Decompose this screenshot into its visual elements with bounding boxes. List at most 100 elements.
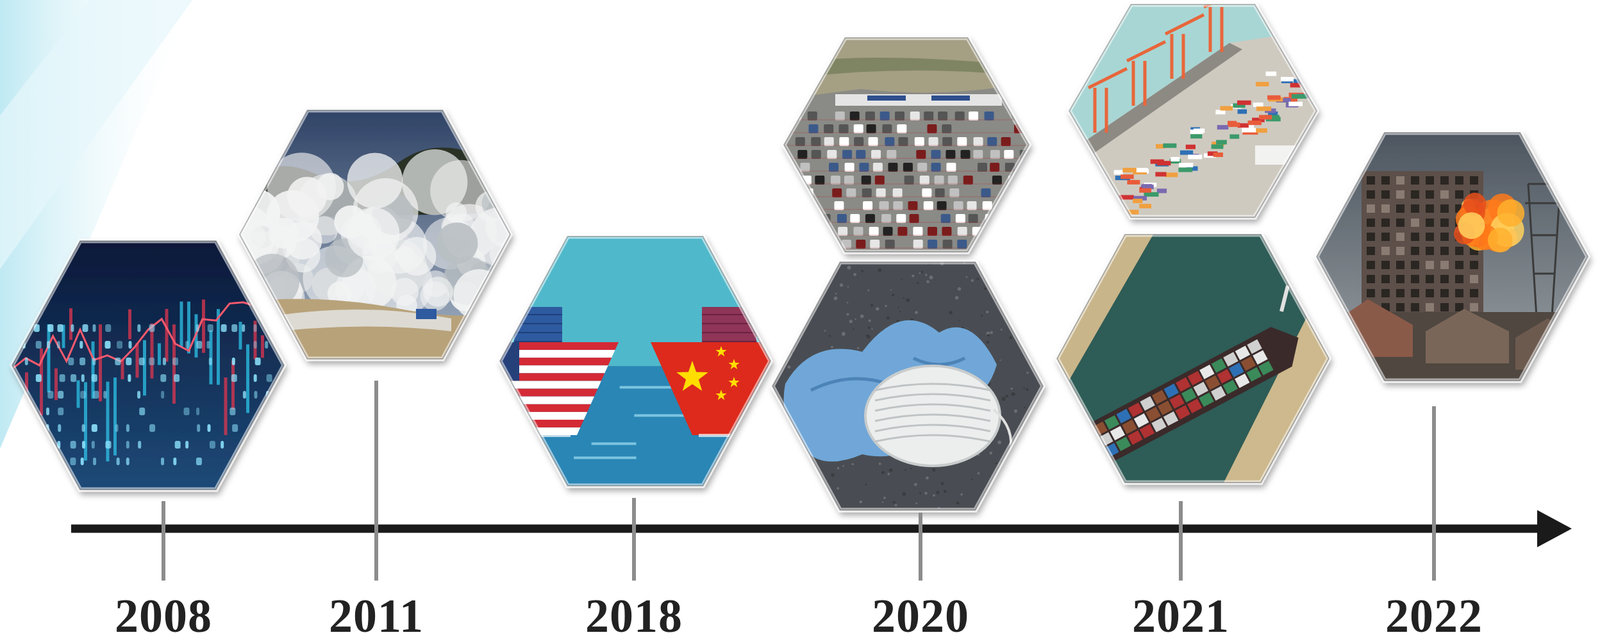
window xyxy=(1455,176,1464,185)
grit xyxy=(976,277,979,280)
grit xyxy=(1035,316,1038,320)
data-dot xyxy=(57,424,61,433)
grit xyxy=(886,316,890,320)
data-dot xyxy=(185,441,189,449)
car xyxy=(861,175,872,185)
grit xyxy=(957,287,961,291)
car xyxy=(1018,239,1029,249)
flag-stripe xyxy=(500,419,622,428)
car xyxy=(957,137,967,147)
tick-group xyxy=(163,380,1434,581)
car xyxy=(837,214,847,224)
ground xyxy=(772,262,1043,511)
grit xyxy=(847,285,849,288)
car xyxy=(941,124,952,134)
container xyxy=(1163,411,1179,427)
car xyxy=(866,124,877,134)
car xyxy=(1003,150,1014,159)
data-dot xyxy=(207,424,211,433)
grit xyxy=(921,271,924,274)
car xyxy=(884,137,895,147)
grit xyxy=(841,332,846,336)
grit xyxy=(905,298,910,302)
data-dot xyxy=(115,424,119,433)
house xyxy=(1329,299,1413,358)
car xyxy=(989,162,1000,172)
container xyxy=(1241,128,1256,133)
car xyxy=(835,111,845,121)
container xyxy=(1187,371,1203,386)
grit xyxy=(803,464,807,467)
car xyxy=(850,214,860,224)
container-line xyxy=(701,314,757,316)
window xyxy=(1440,232,1449,242)
container xyxy=(1211,358,1227,374)
flag-star xyxy=(715,389,727,400)
data-dot xyxy=(70,324,74,333)
car xyxy=(826,150,837,159)
car xyxy=(1015,226,1025,236)
car xyxy=(926,124,937,134)
grit xyxy=(971,478,974,481)
hexagon-bevel xyxy=(500,236,771,486)
car xyxy=(990,150,1000,159)
window xyxy=(1469,303,1479,312)
container xyxy=(1223,380,1238,395)
axis-line xyxy=(71,525,1542,534)
car xyxy=(937,111,948,121)
hexagon-picture xyxy=(783,37,1042,252)
grit xyxy=(929,275,934,280)
car xyxy=(973,137,984,147)
candle-bar xyxy=(231,360,235,410)
data-dot xyxy=(160,374,167,383)
data-dot xyxy=(137,324,141,333)
car xyxy=(999,226,1009,236)
data-dot xyxy=(162,357,167,366)
grit xyxy=(795,458,799,461)
car xyxy=(807,214,818,224)
data-dot xyxy=(116,341,123,349)
grit xyxy=(932,494,936,497)
data-dot xyxy=(79,341,83,349)
data-dot xyxy=(67,357,74,366)
container xyxy=(1136,167,1149,173)
window xyxy=(1410,260,1420,270)
car xyxy=(917,162,927,172)
sand-bank xyxy=(1057,234,1154,402)
car xyxy=(811,150,822,159)
container xyxy=(1127,430,1143,446)
hexagon-picture xyxy=(1069,0,1324,219)
data-dot xyxy=(207,324,214,333)
hexagon-bevel xyxy=(1069,4,1317,218)
container xyxy=(1164,383,1179,399)
grit xyxy=(1011,392,1015,396)
grit xyxy=(944,491,946,493)
grit xyxy=(919,272,922,275)
container xyxy=(1141,183,1152,189)
grit xyxy=(882,501,884,504)
wave-foam xyxy=(435,222,478,265)
car xyxy=(916,150,926,159)
car xyxy=(963,175,974,185)
car xyxy=(1032,239,1042,249)
window xyxy=(1381,275,1390,284)
window xyxy=(1440,176,1449,185)
container-line xyxy=(514,332,563,334)
grit xyxy=(926,280,930,284)
container-line xyxy=(701,341,757,343)
background-band xyxy=(0,0,193,270)
explosion xyxy=(1463,192,1487,217)
container xyxy=(1237,100,1252,106)
wave-line xyxy=(573,456,636,459)
data-dot xyxy=(92,391,99,399)
candle-bar xyxy=(128,309,132,340)
grit xyxy=(1026,371,1029,374)
window xyxy=(1381,260,1390,270)
grit xyxy=(846,301,849,304)
car xyxy=(873,162,883,172)
container xyxy=(1223,351,1238,367)
candle-bar xyxy=(201,299,206,353)
window xyxy=(1469,289,1479,298)
container-ship xyxy=(1067,317,1309,475)
car xyxy=(968,111,979,121)
